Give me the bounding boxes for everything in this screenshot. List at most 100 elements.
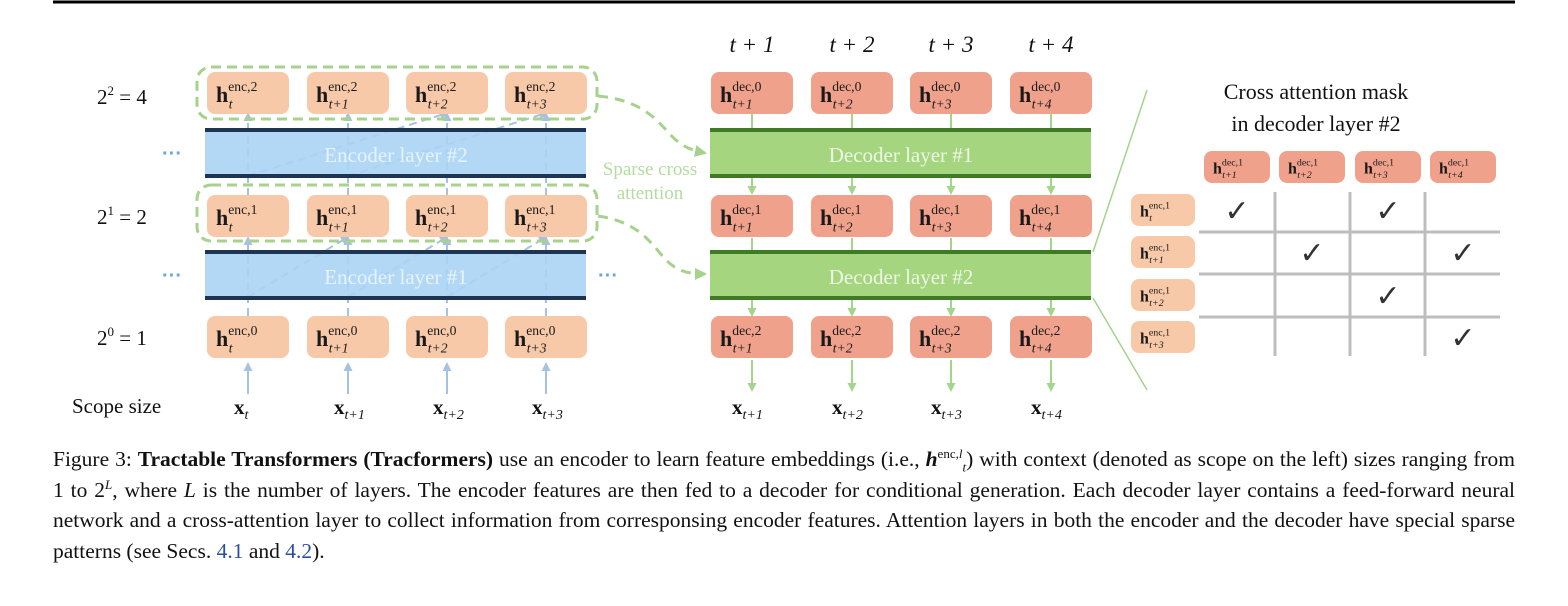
svg-text:t+2: t+2 xyxy=(833,96,853,111)
sparse-cross-line-1: Sparse cross xyxy=(603,159,697,180)
dec-node-l2-tp4: hdec,2t+4 xyxy=(1010,316,1092,358)
mask-grid xyxy=(1199,192,1500,356)
enc-node-l2-tp1: henc,2t+1 xyxy=(307,72,389,114)
decoder-vertical-arrows xyxy=(747,112,1056,392)
svg-text:henc,1: henc,1 xyxy=(1140,242,1170,262)
encoder-layer-2: Encoder layer #2 xyxy=(205,128,586,178)
svg-text:hdec,1: hdec,1 xyxy=(919,202,960,230)
svg-text:henc,0: henc,0 xyxy=(316,323,358,351)
svg-text:henc,2: henc,2 xyxy=(316,79,358,107)
svg-text:hdec,1: hdec,1 xyxy=(720,202,761,230)
sparse-cross-line-2: attention xyxy=(617,183,684,204)
dec-node-l1-tp2: hdec,1t+2 xyxy=(811,195,893,237)
svg-text:t+1: t+1 xyxy=(733,96,753,111)
ellipses: ··· ··· ··· xyxy=(162,143,618,287)
dec-node-l2-tp1: hdec,2t+1 xyxy=(711,316,793,358)
enc-node-l1-t: henc,1t xyxy=(207,195,289,237)
svg-text:hdec,0: hdec,0 xyxy=(1019,79,1061,107)
svg-text:t+1: t+1 xyxy=(733,340,753,355)
mask-col-tp3: hdec,1t+3 xyxy=(1355,151,1421,183)
mask-check-r1-c1: ✓ xyxy=(1299,236,1324,271)
encoder-layer-2-label: Encoder layer #2 xyxy=(324,143,467,167)
svg-text:hdec,1: hdec,1 xyxy=(1019,202,1060,230)
mask-check-r0-c2: ✓ xyxy=(1375,194,1400,229)
enc-node-l1-tp2: henc,1t+2 xyxy=(406,195,488,237)
enc-node-l0-tp1: henc,0t+1 xyxy=(307,316,389,358)
mask-col-tp2: hdec,1t+2 xyxy=(1279,151,1345,183)
ellipsis-mid-right: ··· xyxy=(598,265,618,287)
tracformer-diagram: 22 = 4 21 = 2 20 = 1 Scope size ··· ··· … xyxy=(53,0,1515,423)
svg-text:henc,1: henc,1 xyxy=(514,202,555,230)
svg-text:henc,2: henc,2 xyxy=(514,79,556,107)
svg-text:t+2: t+2 xyxy=(1149,298,1163,309)
svg-text:hdec,0: hdec,0 xyxy=(919,79,961,107)
mask-row-t: henc,1t xyxy=(1131,194,1195,226)
svg-text:t+1: t+1 xyxy=(1222,170,1236,181)
svg-text:t+1: t+1 xyxy=(329,219,349,234)
caption-ref-4-1[interactable]: 4.1 xyxy=(216,538,244,563)
mask-title: Cross attention mask in decoder layer #2 xyxy=(1224,79,1409,136)
time-label-2: t + 2 xyxy=(830,32,875,57)
svg-text:hdec,2: hdec,2 xyxy=(820,323,862,351)
svg-text:t+2: t+2 xyxy=(833,219,853,234)
enc-node-l0-tp3: henc,0t+3 xyxy=(505,316,587,358)
scope-level-2: 21 = 2 xyxy=(97,203,147,229)
dec-node-l2-tp3: hdec,2t+3 xyxy=(910,316,992,358)
figure-caption: Figure 3: Tractable Transformers (Tracfo… xyxy=(53,444,1515,566)
encoder-layer-1: Encoder layer #1 xyxy=(205,250,586,300)
svg-text:t+3: t+3 xyxy=(932,96,952,111)
encoder-layer-1-label: Encoder layer #1 xyxy=(324,265,467,289)
svg-text:henc,0: henc,0 xyxy=(514,323,556,351)
mask-zoom-lines xyxy=(1092,89,1148,391)
encoder-group-boxes xyxy=(195,65,599,243)
svg-text:hdec,1: hdec,1 xyxy=(1439,157,1469,177)
mask-row-tp3: henc,1t+3 xyxy=(1131,321,1195,353)
caption-part-2: ) with context (denoted as scope on the … xyxy=(53,447,1515,502)
svg-text:t+4: t+4 xyxy=(1032,219,1052,234)
svg-text:henc,1: henc,1 xyxy=(216,202,257,230)
svg-text:t+1: t+1 xyxy=(329,340,349,355)
mask-title-line-1: Cross attention mask xyxy=(1224,79,1409,104)
svg-text:henc,0: henc,0 xyxy=(216,323,258,351)
svg-text:t+2: t+2 xyxy=(428,96,448,111)
mask-col-tp1: hdec,1t+1 xyxy=(1204,151,1270,183)
svg-text:t+4: t+4 xyxy=(1032,96,1052,111)
ellipsis-mid-left: ··· xyxy=(162,265,182,287)
sparse-cross-attention-arrows xyxy=(597,94,707,280)
ellipsis-top: ··· xyxy=(162,143,182,165)
caption-ref-4-2[interactable]: 4.2 xyxy=(285,538,313,563)
svg-text:t+2: t+2 xyxy=(428,219,448,234)
svg-text:hdec,2: hdec,2 xyxy=(919,323,961,351)
svg-text:hdec,1: hdec,1 xyxy=(1213,157,1243,177)
mask-check-r1-c3: ✓ xyxy=(1450,236,1475,271)
svg-text:t+4: t+4 xyxy=(1448,170,1462,181)
mask-title-line-2: in decoder layer #2 xyxy=(1231,111,1400,136)
scope-labels: 22 = 4 21 = 2 20 = 1 Scope size xyxy=(72,83,161,418)
enc-node-l0-t: henc,0t xyxy=(207,316,289,358)
svg-text:henc,1: henc,1 xyxy=(1140,285,1170,305)
svg-text:t+3: t+3 xyxy=(1149,340,1163,351)
dec-node-l1-tp3: hdec,1t+3 xyxy=(910,195,992,237)
svg-text:t: t xyxy=(229,340,234,355)
dec-node-l1-tp4: hdec,1t+4 xyxy=(1010,195,1092,237)
caption-h-symbol: h xyxy=(925,447,938,471)
mask-check-r2-c2: ✓ xyxy=(1375,279,1400,314)
enc-input-tp3: xt+3 xyxy=(532,395,563,423)
caption-h-sup: enc,l xyxy=(937,445,963,461)
svg-text:t+3: t+3 xyxy=(1373,170,1387,181)
caption-h-sub: t xyxy=(962,459,967,475)
svg-text:t: t xyxy=(229,219,234,234)
enc-input-tp1: xt+1 xyxy=(334,395,365,423)
enc-node-l2-t: henc,2t xyxy=(207,72,289,114)
dec-node-l0-tp4: hdec,0t+4 xyxy=(1010,72,1092,114)
caption-part-3: , where xyxy=(112,477,177,502)
svg-text:t+2: t+2 xyxy=(428,340,448,355)
dec-output-tp3: xt+3 xyxy=(931,395,962,423)
mask-row-tp1: henc,1t+1 xyxy=(1131,236,1195,268)
enc-node-l1-tp1: henc,1t+1 xyxy=(307,195,389,237)
time-label-1: t + 1 xyxy=(730,32,775,57)
svg-text:t+3: t+3 xyxy=(932,340,952,355)
